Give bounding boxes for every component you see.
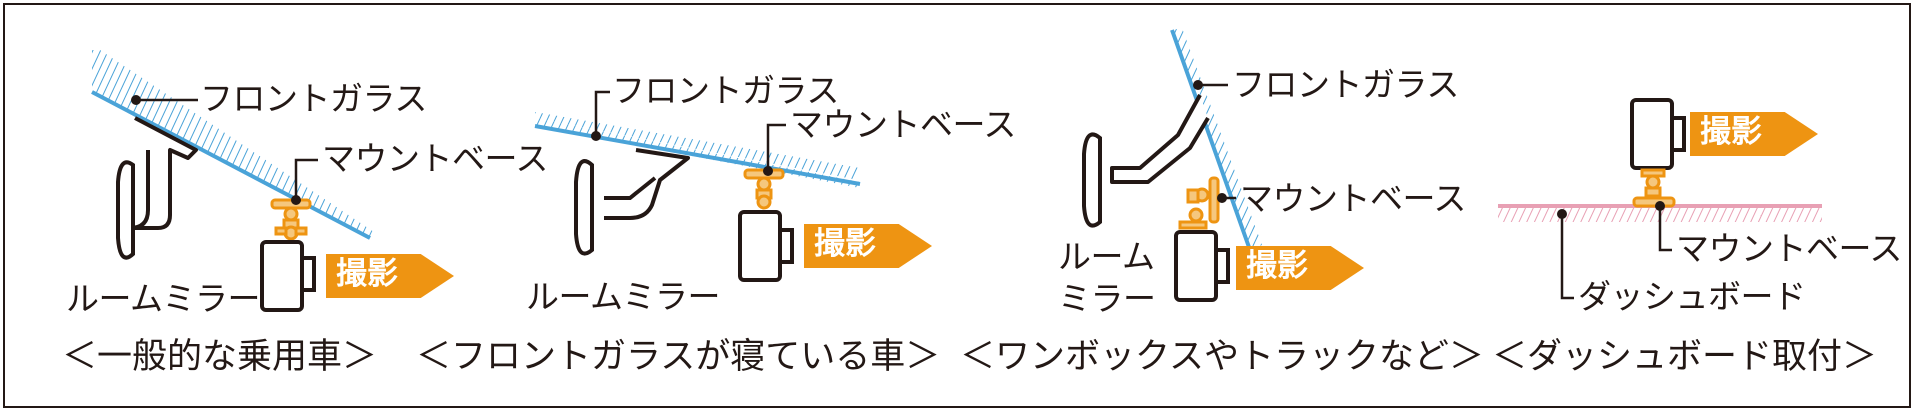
windshield-glass xyxy=(534,124,861,186)
label-mount-base-4: マウントベース xyxy=(1676,229,1902,268)
shoot-arrow-1: 撮影 xyxy=(326,254,454,298)
windshield-hatch xyxy=(92,50,374,238)
panel-reclined-windshield xyxy=(534,90,861,282)
label-mount-base-2: マウントベース xyxy=(790,105,1016,144)
caption-van-truck: ＜ワンボックスやトラックなど＞ xyxy=(960,337,1484,377)
camera-body xyxy=(260,240,304,312)
label-room-mirror-3a: ルーム xyxy=(1058,237,1155,276)
camera-body xyxy=(1174,230,1218,302)
camera-body xyxy=(1630,98,1674,170)
mount-base xyxy=(270,198,312,241)
mount-base xyxy=(743,168,785,210)
caption-reclined-windshield: ＜フロントガラスが寝ている車＞ xyxy=(416,337,941,377)
shoot-label: 撮影 xyxy=(336,256,398,292)
panel-standard-car xyxy=(91,50,374,312)
label-windshield-2: フロントガラス xyxy=(612,71,839,110)
label-dashboard: ダッシュボード xyxy=(1578,277,1806,316)
label-mount-base-3: マウントベース xyxy=(1240,179,1466,218)
label-windshield-3: フロントガラス xyxy=(1232,65,1459,104)
label-room-mirror-3b: ミラー xyxy=(1058,279,1156,318)
shoot-label: 撮影 xyxy=(814,226,876,262)
caption-standard-car: ＜一般的な乗用車＞ xyxy=(62,337,378,377)
camera-body xyxy=(738,210,782,282)
windshield-glass xyxy=(91,90,371,240)
room-mirror xyxy=(1082,132,1102,228)
shoot-label: 撮影 xyxy=(1246,248,1308,284)
room-mirror xyxy=(116,160,135,260)
shoot-label: 撮影 xyxy=(1700,114,1762,150)
caption-dashboard: ＜ダッシュボード取付＞ xyxy=(1492,337,1878,377)
windshield-hatch xyxy=(535,112,860,180)
panel-van-truck xyxy=(1082,28,1262,302)
mount-base xyxy=(1632,168,1676,208)
label-room-mirror-1: ルームミラー xyxy=(66,279,261,318)
panel-dashboard xyxy=(1498,98,1822,300)
mount-base xyxy=(1178,176,1220,230)
label-windshield-1: フロントガラス xyxy=(200,79,427,118)
label-room-mirror-2: ルームミラー xyxy=(526,277,721,316)
label-mount-base-1: マウントベース xyxy=(322,139,548,178)
mirror-arm xyxy=(1110,94,1210,184)
windshield-glass xyxy=(1170,29,1252,251)
room-mirror xyxy=(574,159,594,256)
